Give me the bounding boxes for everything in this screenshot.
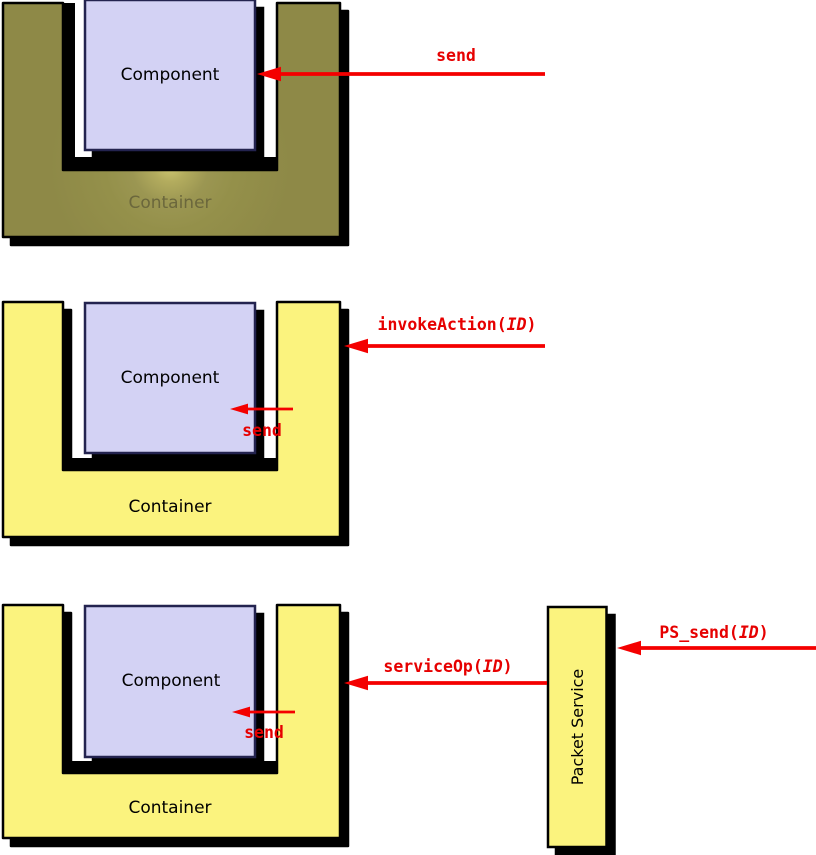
top-send-arrow-label: send	[436, 46, 476, 65]
top-container-inner-bottom-shade	[63, 157, 277, 170]
packet-service-box	[546, 605, 608, 849]
bottom-container-inner-bottom-shade	[63, 761, 277, 773]
service-op-arrow-label: serviceOp(ID)	[383, 657, 512, 676]
invoke-action-arrow-label: invokeAction(ID)	[378, 315, 537, 334]
invoke-action-arrowhead-icon	[344, 338, 368, 354]
top-diagram: Component Container send	[1, 0, 545, 239]
invoke-action-label-arg: ID	[507, 315, 527, 334]
ps-send-arrowhead-icon	[617, 640, 641, 656]
ps-send-label-prefix: PS_send(	[659, 623, 738, 642]
service-op-arrowhead-icon	[344, 675, 368, 691]
bottom-diagram: Component Container Packet Service send …	[1, 603, 816, 849]
top-container-inner-left-shade	[63, 3, 75, 158]
ps-send-label-suffix: )	[759, 623, 769, 642]
service-op-label-arg: ID	[483, 657, 503, 676]
bottom-container-shape	[1, 603, 342, 840]
middle-container-inner-bottom-shade	[63, 458, 277, 470]
invoke-action-label-prefix: invokeAction(	[378, 315, 507, 334]
middle-send-arrowhead-icon	[230, 403, 248, 415]
service-op-label-suffix: )	[503, 657, 513, 676]
bottom-component-box	[83, 604, 257, 759]
ps-send-arrow-label: PS_send(ID)	[659, 623, 768, 642]
ps-send-label-arg: ID	[739, 623, 759, 642]
middle-container-shape	[1, 300, 342, 539]
middle-diagram: Component Container invokeAction(ID) sen…	[1, 300, 545, 539]
service-op-label-prefix: serviceOp(	[383, 657, 482, 676]
top-send-arrowhead-icon	[257, 66, 281, 82]
invoke-action-label-suffix: )	[527, 315, 537, 334]
middle-component-box	[83, 301, 257, 455]
top-component-box	[83, 0, 257, 152]
bottom-send-arrowhead-icon	[232, 706, 250, 718]
